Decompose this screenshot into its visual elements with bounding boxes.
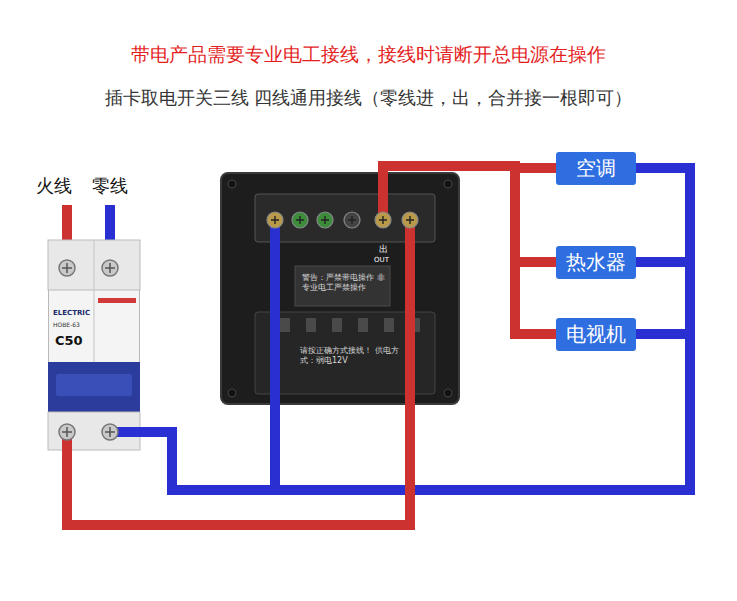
panel-notice: 警告：严禁带电操作 非专业电工严禁操作 <box>302 273 388 293</box>
appliance-name: 空调 <box>576 156 616 181</box>
breaker-marking: ELECTRIC <box>53 309 90 318</box>
screw-slot <box>321 216 329 224</box>
mount-hole <box>228 180 236 188</box>
neutral-wire <box>140 405 275 490</box>
module-slot <box>384 318 394 332</box>
screw-slot <box>348 216 356 224</box>
neutral-wire <box>270 222 280 406</box>
terminal-label: 出 <box>379 244 388 255</box>
terminal-screw <box>317 212 333 228</box>
live-wire <box>405 222 415 406</box>
terminal-screw <box>59 424 75 440</box>
indicator-strip <box>98 298 136 303</box>
handle-lever <box>56 374 132 396</box>
breaker-marking: HOBE-63 <box>53 321 80 329</box>
terminal-screw <box>102 260 118 276</box>
appliance-box: 热水器 <box>556 246 636 279</box>
terminal-housing <box>48 412 140 450</box>
mount-hole <box>228 389 236 397</box>
appliance-name: 热水器 <box>566 250 626 275</box>
terminal-screw <box>102 424 118 440</box>
terminal-screw <box>292 212 308 228</box>
module-slot <box>358 318 368 332</box>
terminal-label: OUT <box>374 256 389 265</box>
terminal-screw <box>344 212 360 228</box>
screw-slot <box>406 216 414 224</box>
screw-slot <box>271 216 279 224</box>
subtitle: 插卡取电开关三线 四线通用接线（零线进，出，合并接一根即可） <box>0 86 737 110</box>
terminal-screw <box>402 212 418 228</box>
screw-slot <box>296 216 304 224</box>
circuit-breaker: ELECTRIC HOBE-63C50 <box>48 240 140 450</box>
screw-slot <box>62 427 72 437</box>
appliance-name: 电视机 <box>566 322 626 347</box>
warning-sticker <box>295 266 390 306</box>
screw-slot <box>62 263 72 273</box>
card-switch-panel: 出OUT 警告：严禁带电操作 非专业电工严禁操作请按正确方式接线！ 供电方式：弱电… <box>220 172 460 405</box>
wire-label: 零线 <box>92 174 128 198</box>
breaker-handle <box>48 362 140 412</box>
screw-slot <box>105 427 115 437</box>
module-slot <box>280 318 290 332</box>
appliance-box: 电视机 <box>556 318 636 351</box>
warning-title: 带电产品需要专业电工接线，接线时请断开总电源在操作 <box>0 42 737 68</box>
mount-hole <box>444 180 452 188</box>
wire-label: 火线 <box>36 174 72 198</box>
screw-slot <box>105 263 115 273</box>
mount-hole <box>444 389 452 397</box>
module-slot <box>306 318 316 332</box>
panel-notice: 请按正确方式接线！ 供电方式：弱电12V <box>300 346 404 366</box>
terminal-screw <box>267 212 283 228</box>
terminal-screw <box>375 212 391 228</box>
module-slot <box>332 318 342 332</box>
appliance-box: 空调 <box>556 152 636 185</box>
breaker-marking: C50 <box>55 333 83 349</box>
terminal-screw <box>59 260 75 276</box>
screw-slot <box>379 216 387 224</box>
